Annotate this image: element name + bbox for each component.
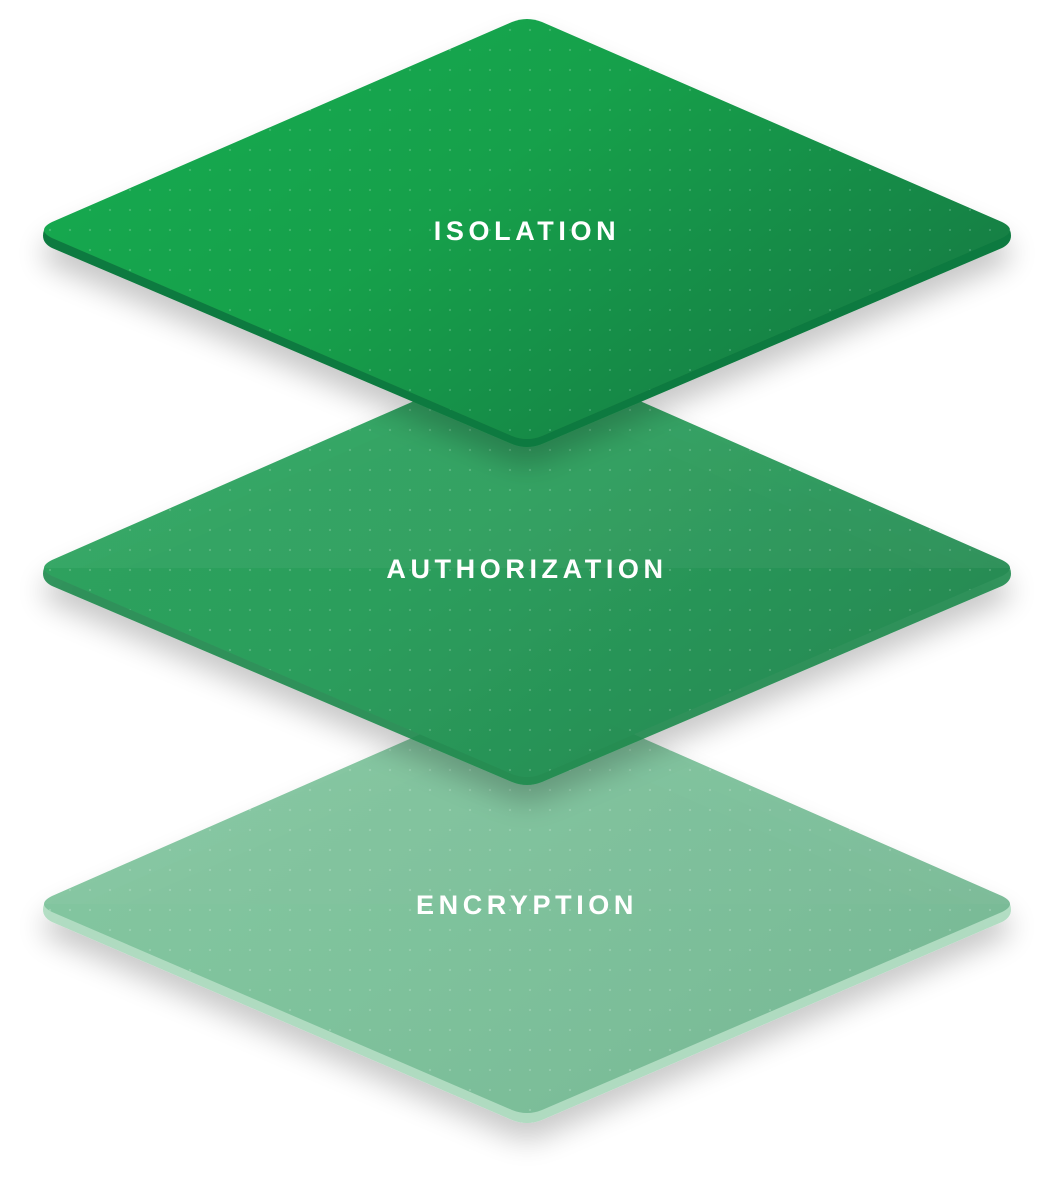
layer-encryption: ENCRYPTION xyxy=(43,691,1011,1123)
layer-encryption-label: ENCRYPTION xyxy=(416,890,638,920)
layer-authorization-label: AUTHORIZATION xyxy=(386,554,667,584)
layer-authorization-texture xyxy=(44,355,1010,777)
layer-isolation-label: ISOLATION xyxy=(434,216,620,246)
layer-encryption-texture xyxy=(44,691,1010,1113)
layer-authorization: AUTHORIZATION xyxy=(43,355,1011,785)
layer-isolation: ISOLATION xyxy=(43,19,1011,447)
layer-isolation-texture xyxy=(44,19,1010,439)
